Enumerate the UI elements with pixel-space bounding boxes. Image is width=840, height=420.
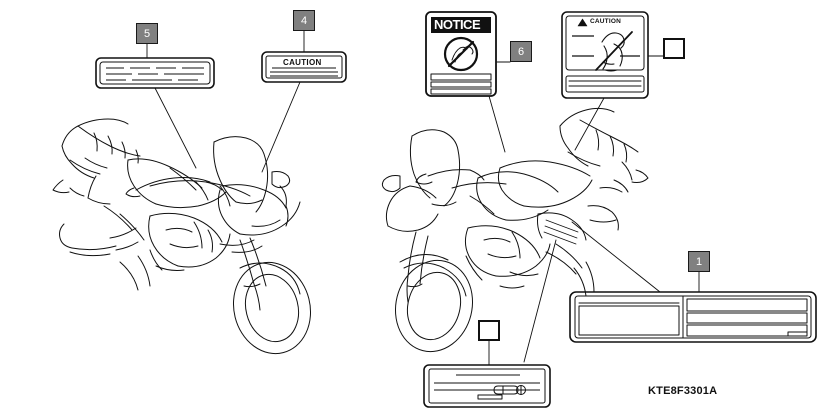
label-5-graphic [95, 57, 215, 89]
callout-bottom-center[interactable] [478, 320, 500, 341]
notice-label-heading: NOTICE [434, 17, 481, 32]
motorcycle-right-graphic [381, 107, 649, 353]
callout-4[interactable]: 4 [293, 10, 315, 31]
drawing-number: KTE8F3301A [648, 385, 718, 397]
label-bottom-center-graphic [423, 364, 551, 408]
callout-5[interactable]: 5 [136, 23, 158, 44]
motorcycle-left-graphic [52, 118, 312, 355]
label-1-graphic [569, 291, 817, 343]
label-caution-right-graphic [561, 11, 649, 99]
label-6-graphic [425, 11, 497, 97]
callout-6[interactable]: 6 [510, 41, 532, 62]
leader-lines [146, 30, 700, 366]
caution-label-small-heading: CAUTION [283, 58, 322, 67]
callout-caution-right[interactable] [663, 38, 685, 59]
caution-label-right-heading: CAUTION [590, 18, 622, 25]
callout-1[interactable]: 1 [688, 251, 710, 272]
label-4-graphic [261, 51, 347, 83]
